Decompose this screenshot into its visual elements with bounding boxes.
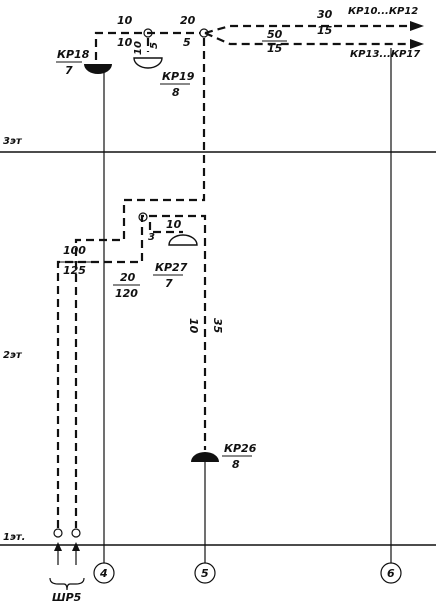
- inlet-circle-right: [71, 528, 81, 538]
- svg-text:10: 10: [117, 36, 133, 49]
- riser-5-marker: 5: [194, 562, 216, 584]
- svg-text:6: 6: [387, 567, 395, 580]
- kp18-label: КР18 7: [56, 48, 90, 77]
- svg-text:5: 5: [183, 36, 191, 49]
- to-kp13-kp17-cable: [204, 31, 410, 46]
- inlet-brace: [49, 577, 85, 591]
- segment-top-mid: 20 5: [180, 14, 196, 49]
- segment-top-right1: 50 15: [262, 28, 287, 55]
- svg-text:10: 10: [166, 218, 182, 231]
- inlet-arrowhead-right-icon: [72, 542, 80, 551]
- svg-text:15: 15: [317, 24, 333, 37]
- main-drop-cable: [74, 38, 206, 528]
- segment-left-lower: 20 120: [113, 271, 140, 300]
- svg-text:10: 10: [133, 41, 144, 55]
- svg-text:125: 125: [63, 264, 86, 277]
- junction-main: [199, 28, 209, 38]
- floor-label-1: 1эт.: [3, 532, 25, 543]
- segment-left-upper: 100 125: [60, 244, 92, 277]
- segment-top-left: 10 10: [117, 14, 133, 49]
- destination-lower: КР13...КР17: [350, 49, 420, 60]
- kp26-label: КР26 8: [222, 442, 257, 471]
- inlet-arrowhead-left-icon: [54, 542, 62, 551]
- svg-text:5: 5: [201, 567, 209, 580]
- svg-text:20: 20: [120, 271, 136, 284]
- junction-kp27: [138, 212, 148, 222]
- segment-riser5-vertical: 10 35: [187, 318, 224, 334]
- junction-kp19: [143, 28, 153, 38]
- kp19-label: КР19 8: [160, 70, 195, 99]
- riser-4-marker: 4: [93, 562, 115, 584]
- svg-text:50: 50: [267, 28, 283, 41]
- segment-kp27-branch: 10 3: [148, 218, 182, 243]
- kp27-branch-cable: [148, 222, 183, 234]
- riser-6-marker: 6: [380, 562, 402, 584]
- svg-text:20: 20: [180, 14, 196, 27]
- left-feed-cable: [56, 214, 207, 528]
- svg-text:КР19: КР19: [162, 70, 195, 83]
- svg-text:КР18: КР18: [57, 48, 90, 61]
- inlet-circle-left: [53, 528, 63, 538]
- segment-top-kp19-den: 5: [149, 42, 160, 49]
- svg-text:10: 10: [187, 318, 200, 334]
- kp26-fixture-icon: [191, 452, 219, 462]
- segment-top-right2: 30 15: [317, 8, 333, 37]
- top-trunk-cable: [94, 31, 200, 60]
- floor-label-2: 2эт: [3, 350, 23, 361]
- svg-text:120: 120: [115, 287, 138, 300]
- svg-text:7: 7: [165, 277, 173, 290]
- svg-text:10: 10: [117, 14, 133, 27]
- svg-text:7: 7: [65, 64, 73, 77]
- to-kp10-kp12-cable: [204, 24, 410, 35]
- svg-text:100: 100: [63, 244, 86, 257]
- svg-text:3: 3: [148, 232, 155, 243]
- svg-text:35: 35: [211, 318, 224, 334]
- segment-top-kp19: 10: [133, 41, 144, 55]
- kp27-fixture-icon: [168, 234, 198, 246]
- svg-text:КР26: КР26: [224, 442, 257, 455]
- floor-label-3: 3эт: [3, 136, 23, 147]
- svg-text:30: 30: [317, 8, 333, 21]
- svg-text:8: 8: [172, 86, 180, 99]
- kp27-label: КР27 7: [153, 261, 188, 290]
- svg-text:8: 8: [232, 458, 240, 471]
- kp18-fixture-icon: [84, 64, 112, 74]
- arrow-upper-icon: [410, 21, 424, 31]
- svg-text:15: 15: [267, 42, 283, 55]
- svg-text:4: 4: [99, 567, 108, 580]
- destination-upper: КР10...КР12: [348, 6, 418, 17]
- arrow-lower-icon: [410, 39, 424, 49]
- svg-text:5: 5: [149, 42, 160, 49]
- inlet-label: ШР5: [52, 591, 82, 604]
- kp19-fixture-icon: [133, 57, 163, 69]
- svg-text:КР27: КР27: [155, 261, 188, 274]
